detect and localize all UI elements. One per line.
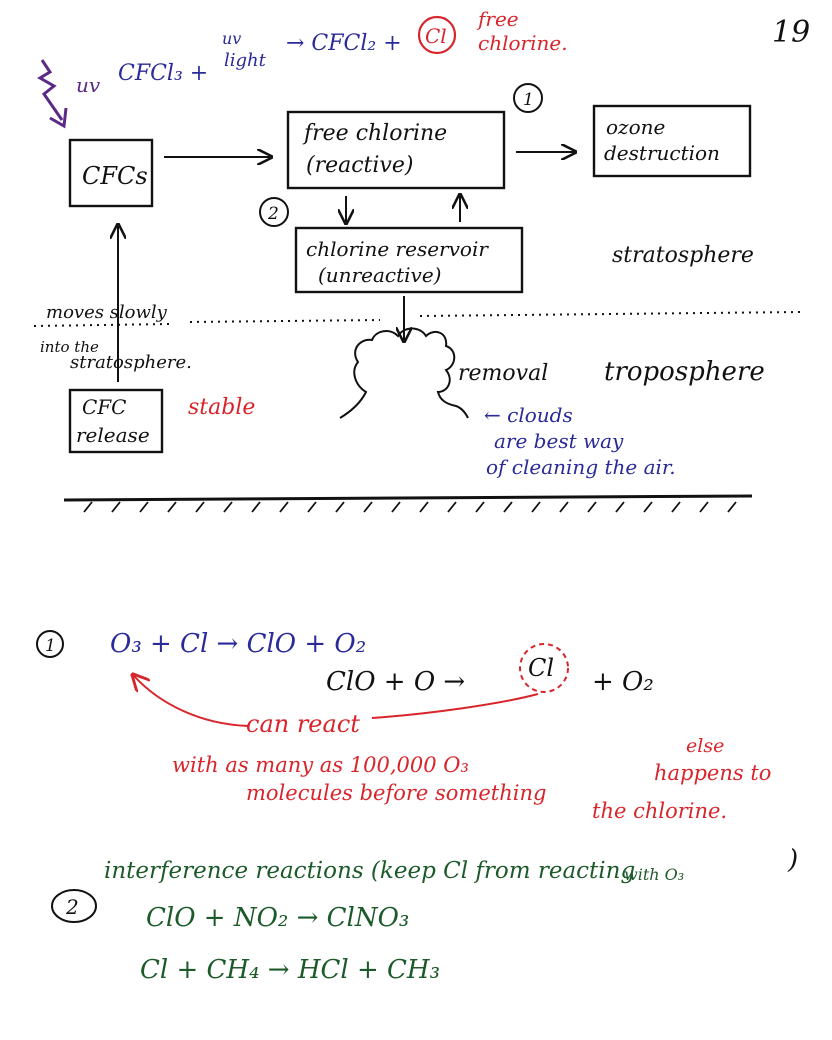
release-line1: CFC bbox=[82, 395, 126, 419]
page-number: 19 bbox=[772, 15, 810, 50]
ozone-line2: destruction bbox=[604, 141, 720, 165]
ground-line bbox=[63, 494, 753, 502]
interference-close-paren: ) bbox=[787, 845, 798, 875]
note-line3: molecules before something bbox=[246, 781, 546, 805]
note-line4: the chlorine. bbox=[592, 799, 727, 823]
reaction-1-marker-ring bbox=[36, 630, 64, 658]
reaction-1-eq2-cl: Cl bbox=[528, 654, 554, 682]
tropopause-dots-right bbox=[419, 311, 801, 317]
reaction-1-eq1: O₃ + Cl → ClO + O₂ bbox=[110, 629, 366, 659]
marker-1: 1 bbox=[523, 90, 534, 110]
release-box bbox=[68, 388, 164, 454]
uv-arrowhead bbox=[49, 107, 68, 129]
marker-2: 2 bbox=[267, 204, 279, 224]
cloud-icon bbox=[339, 327, 469, 419]
stable-label: stable bbox=[188, 395, 255, 420]
reaction-2-marker: 2 bbox=[65, 895, 79, 919]
top-light-uv: uv bbox=[222, 29, 241, 48]
top-product: → CFCl₂ + bbox=[286, 31, 402, 56]
reservoir-line2: (unreactive) bbox=[318, 263, 441, 287]
moves-line1: moves slowly bbox=[46, 302, 168, 323]
reaction-2-marker-ring bbox=[51, 889, 97, 923]
top-free: free bbox=[476, 7, 519, 31]
top-uv-label: uv bbox=[76, 73, 101, 97]
circled-cl-ring bbox=[417, 15, 457, 55]
note-else: else bbox=[686, 735, 724, 757]
free-chlorine-box bbox=[286, 110, 506, 190]
troposphere-label: troposphere bbox=[604, 357, 765, 387]
clouds-line2: are best way bbox=[494, 429, 624, 453]
cfcs-label: CFCs bbox=[82, 162, 148, 190]
reservoir-box bbox=[294, 226, 524, 294]
note-can-react: can react bbox=[246, 710, 360, 738]
release-line2: release bbox=[76, 423, 150, 447]
clouds-line3: of cleaning the air. bbox=[486, 455, 676, 479]
tropopause-dots-middle bbox=[189, 319, 381, 323]
note-happens: happens to bbox=[654, 761, 771, 785]
moves-line3: stratosphere. bbox=[70, 352, 192, 373]
reaction-1-eq2-right: + O₂ bbox=[592, 667, 654, 697]
ozone-box bbox=[592, 104, 752, 178]
top-circled-cl: Cl bbox=[425, 24, 447, 48]
reaction-1-marker: 1 bbox=[45, 636, 56, 656]
ozone-line1: ozone bbox=[606, 115, 665, 139]
reservoir-line1: chlorine reservoir bbox=[306, 237, 489, 261]
ground-hatching bbox=[83, 501, 737, 513]
clouds-line1: ← clouds bbox=[484, 403, 573, 427]
free-chlorine-line2: (reactive) bbox=[306, 153, 413, 178]
marker-1-ring bbox=[513, 83, 543, 113]
removal-label: removal bbox=[458, 361, 548, 386]
top-chlorine: chlorine. bbox=[478, 31, 568, 55]
interference-title-sub: with O₃ bbox=[624, 865, 684, 884]
red-line-to-cl bbox=[371, 693, 539, 719]
free-chlorine-line1: free chlorine bbox=[302, 121, 447, 146]
stratosphere-label: stratosphere bbox=[612, 243, 754, 268]
regenerated-cl-ring bbox=[519, 643, 569, 693]
reaction-2-eq1: ClO + NO₂ → ClNO₃ bbox=[146, 903, 409, 933]
red-arrow-to-o3 bbox=[134, 676, 249, 727]
reaction-1-eq2-left: ClO + O → bbox=[326, 667, 465, 697]
marker-2-ring bbox=[259, 197, 289, 227]
tropopause-dots-left bbox=[33, 323, 171, 327]
moves-line2: into the bbox=[40, 338, 99, 356]
uv-squiggle-arrow bbox=[37, 59, 64, 121]
cfcs-box bbox=[68, 138, 154, 208]
note-line2: with as many as 100,000 O₃ bbox=[172, 753, 469, 777]
top-light: light bbox=[224, 50, 267, 71]
reaction-2-eq2: Cl + CH₄ → HCl + CH₃ bbox=[140, 955, 440, 985]
top-reactant: CFCl₃ + bbox=[118, 61, 208, 86]
interference-title: interference reactions (keep Cl from rea… bbox=[104, 858, 635, 884]
